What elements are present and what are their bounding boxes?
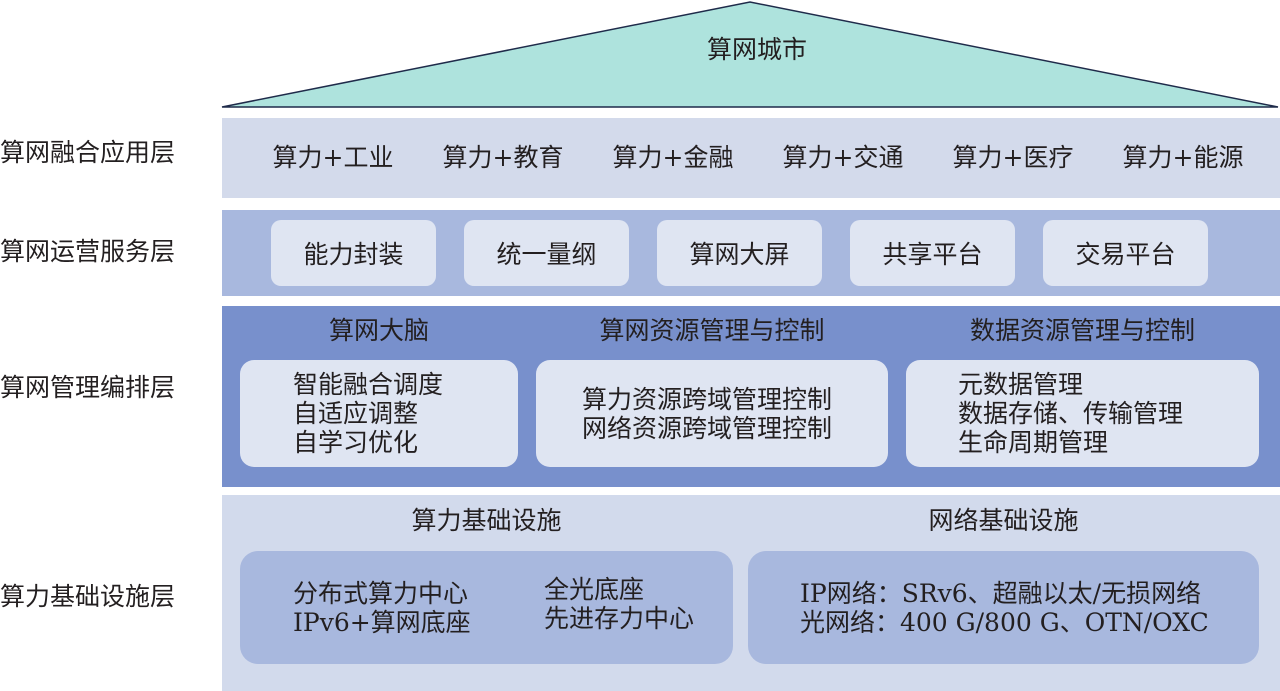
group-title-compute-infrastructure: 算力基础设施 [411,506,562,535]
group-title-brain: 算网大脑 [328,316,429,345]
group-lines: 元数据管理 数据存储、传输管理 生命周期管理 [958,370,1183,457]
application-item: 算力+能源 [1122,143,1244,172]
service-box: 算网大屏 [657,220,822,286]
group-box-compute-infrastructure: 分布式算力中心 IPv6+算网底座 全光底座 先进存力中心 [240,551,733,664]
application-item: 算力+教育 [442,143,564,172]
service-box: 共享平台 [850,220,1015,286]
group-line: IPv6+算网底座 [293,607,471,637]
group-line: 光网络：400 G/800 G、OTN/OXC [800,607,1209,637]
group-line: 自适应调整 [293,399,419,428]
group-title-network-resources: 算网资源管理与控制 [599,316,825,345]
service-box: 能力封装 [271,220,436,286]
infrastructure-column: 分布式算力中心 IPv6+算网底座 [293,551,471,664]
roof-triangle [221,1,1279,108]
roof-title: 算网城市 [706,35,807,64]
application-item: 算力+工业 [272,143,394,172]
group-line: 智能融合调度 [293,370,444,399]
infrastructure-column: 全光底座 先进存力中心 [544,547,694,660]
group-box-network-infrastructure: IP网络：SRv6、超融以太/无损网络 光网络：400 G/800 G、OTN/… [748,551,1259,664]
layer-label-infrastructure: 算力基础设施层 [0,582,176,611]
layer-label-application: 算网融合应用层 [0,138,176,167]
group-lines: 算力资源跨域管理控制 网络资源跨域管理控制 [582,385,832,443]
orchestration-layer-band: 算网大脑 算网资源管理与控制 数据资源管理与控制 智能融合调度 自适应调整 自学… [222,306,1280,487]
layer-label-orchestration: 算网管理编排层 [0,373,176,402]
service-layer-band: 能力封装 统一量纲 算网大屏 共享平台 交易平台 [222,210,1280,296]
application-item: 算力+金融 [612,143,734,172]
group-line: 元数据管理 [958,370,1084,399]
service-box: 统一量纲 [464,220,629,286]
infrastructure-layer-band: 算力基础设施 网络基础设施 分布式算力中心 IPv6+算网底座 全光底座 先进存… [222,495,1280,691]
application-item-row: 算力+工业 算力+教育 算力+金融 算力+交通 算力+医疗 算力+能源 [248,118,1268,198]
layer-label-service: 算网运营服务层 [0,237,176,266]
group-box-network-resources: 算力资源跨域管理控制 网络资源跨域管理控制 [536,360,888,467]
group-box-brain: 智能融合调度 自适应调整 自学习优化 [240,360,518,467]
roof-shape [221,1,1279,108]
service-box-row: 能力封装 统一量纲 算网大屏 共享平台 交易平台 [271,220,1208,286]
group-line: 生命周期管理 [958,428,1109,457]
group-line: 分布式算力中心 [293,578,469,608]
group-box-data-resources: 元数据管理 数据存储、传输管理 生命周期管理 [906,360,1259,467]
group-line: IP网络：SRv6、超融以太/无损网络 [800,578,1202,608]
group-title-network-infrastructure: 网络基础设施 [928,506,1079,535]
group-line: 网络资源跨域管理控制 [582,413,833,443]
group-line: 算力资源跨域管理控制 [582,384,833,414]
group-line: 自学习优化 [293,428,419,457]
application-layer-band: 算力+工业 算力+教育 算力+金融 算力+交通 算力+医疗 算力+能源 [222,118,1280,198]
group-lines: 智能融合调度 自适应调整 自学习优化 [293,370,443,457]
group-line: 数据存储、传输管理 [958,399,1184,428]
group-line: 全光底座 [544,574,645,604]
group-line: 先进存力中心 [544,603,695,633]
group-title-data-resources: 数据资源管理与控制 [969,316,1195,345]
application-item: 算力+交通 [782,143,904,172]
service-box: 交易平台 [1043,220,1208,286]
group-lines: IP网络：SRv6、超融以太/无损网络 光网络：400 G/800 G、OTN/… [800,551,1209,664]
application-item: 算力+医疗 [952,143,1074,172]
